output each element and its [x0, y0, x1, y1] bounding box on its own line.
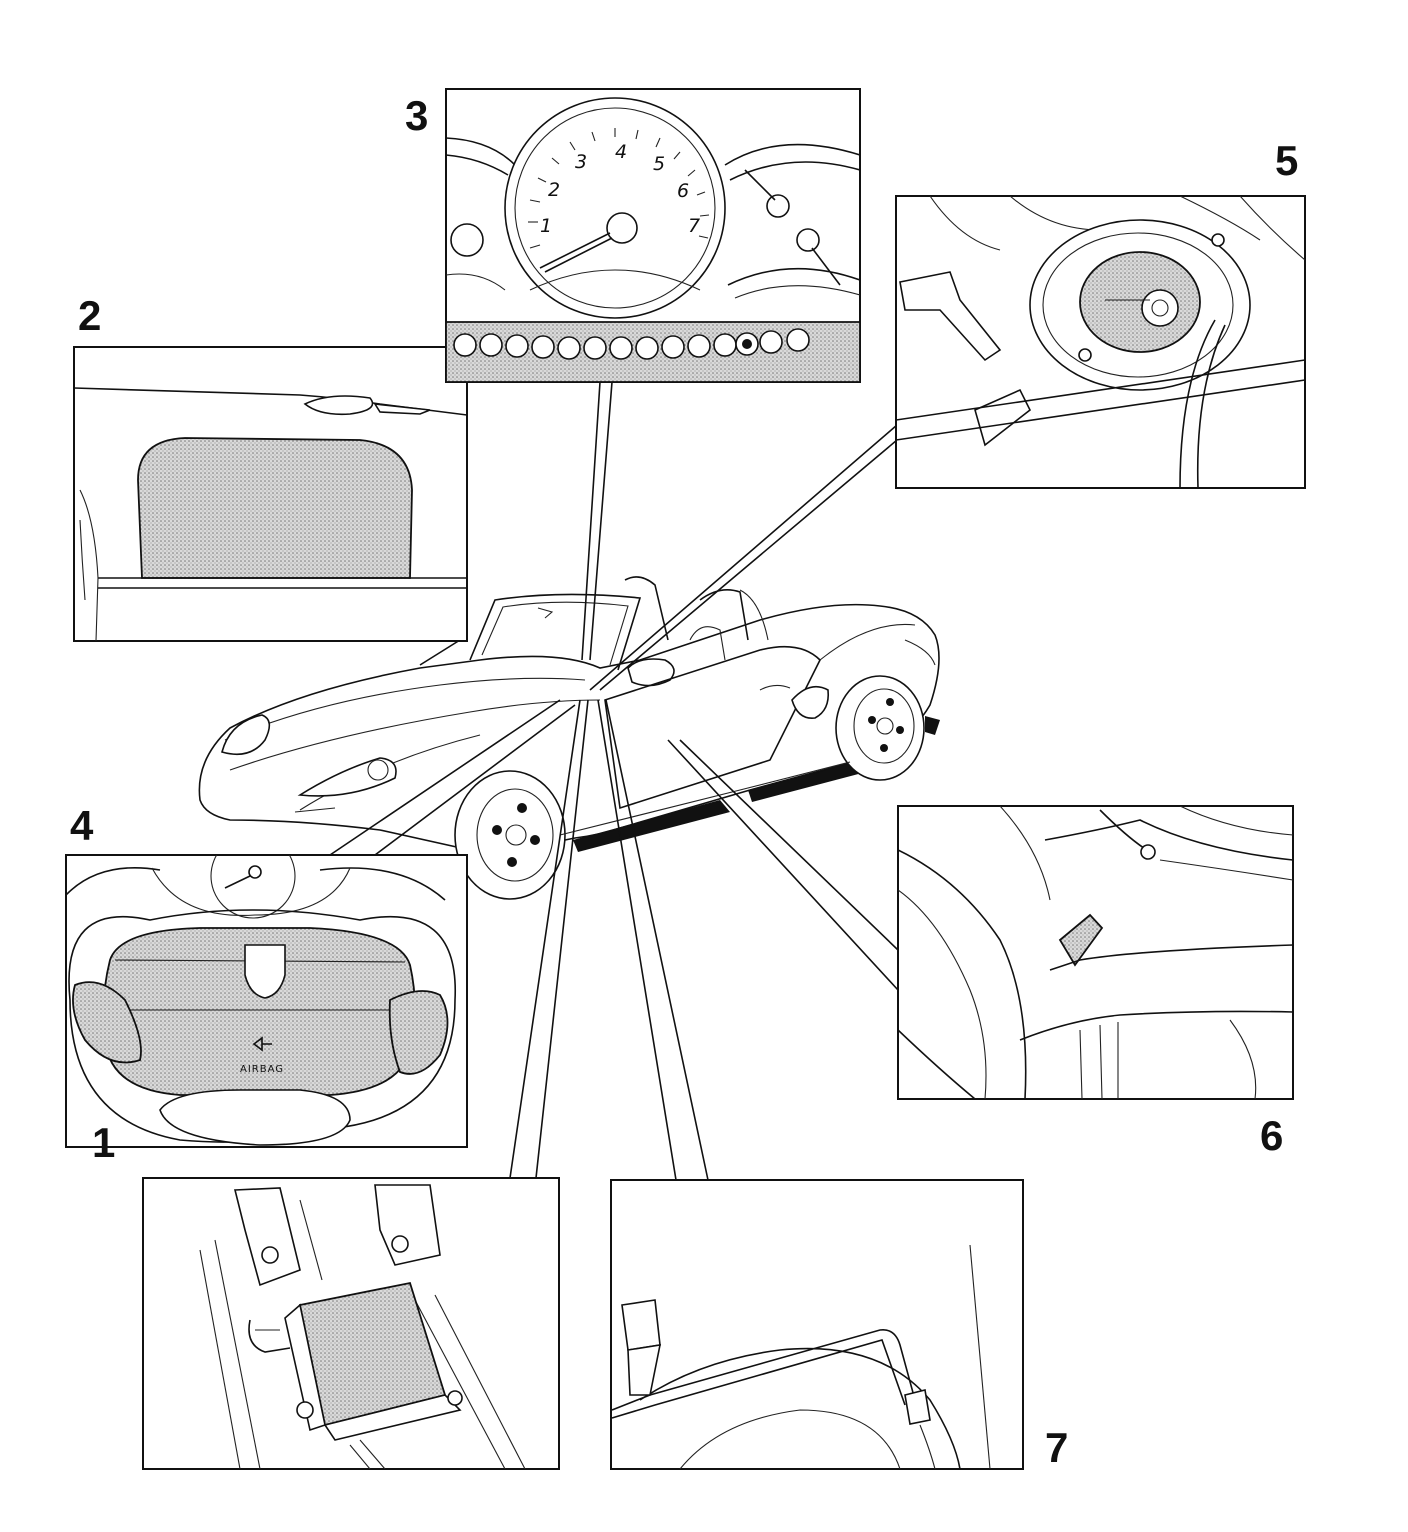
callout-6: 6 — [1260, 1112, 1283, 1159]
panel-4-driver-airbag: AIRBAG — [65, 854, 468, 1148]
panel-7-seat-sensor — [610, 1179, 1024, 1470]
callout-numbers: 1 2 3 4 5 6 7 — [70, 92, 1298, 1471]
callout-5: 5 — [1275, 137, 1298, 184]
callout-7: 7 — [1045, 1424, 1068, 1471]
tach-label-1: 1 — [540, 215, 552, 237]
airbag-label: AIRBAG — [240, 1064, 284, 1075]
callout-3: 3 — [405, 92, 428, 139]
panel-5-steering-column — [895, 195, 1306, 489]
tach-label-5: 5 — [653, 153, 665, 175]
passenger-airbag-cover — [137, 437, 413, 579]
callout-2: 2 — [78, 292, 101, 339]
airbag-warning-light — [742, 339, 752, 349]
tach-label-2: 2 — [548, 179, 560, 201]
panel-6-seat-belt-buckle — [897, 805, 1294, 1100]
callout-1: 1 — [92, 1119, 115, 1166]
callout-4: 4 — [70, 802, 94, 849]
callout-lines — [329, 381, 899, 1181]
tach-label-4: 4 — [615, 141, 627, 163]
tach-label-6: 6 — [677, 180, 689, 202]
panel-1-airbag-control-unit — [142, 1177, 560, 1470]
car-illustration — [198, 576, 940, 900]
panel-2-passenger-airbag — [73, 346, 468, 642]
tach-label-3: 3 — [575, 151, 587, 173]
panel-3-instrument-cluster: 1 2 3 4 5 6 7 — [445, 88, 861, 383]
tach-label-7: 7 — [688, 215, 700, 237]
